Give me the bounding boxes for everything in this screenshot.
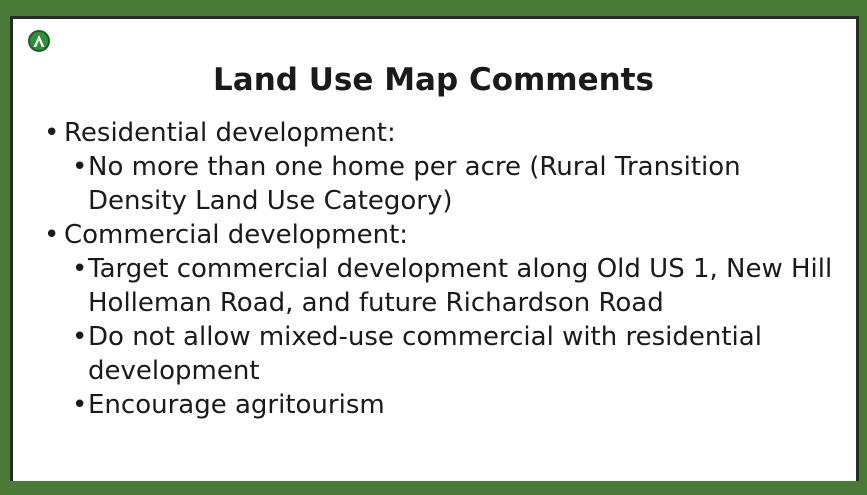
bullet-text: Encourage agritourism (88, 390, 385, 420)
bullet-item: • Residential development: (44, 116, 838, 150)
slide-canvas (10, 16, 859, 481)
slide-title: Land Use Map Comments (213, 62, 654, 98)
circle-a-logo-icon (28, 30, 50, 52)
bullet-text: No more than one home per acre (Rural Tr… (88, 152, 741, 216)
bullet-dot: • (44, 220, 60, 250)
bullet-text: Commercial development: (64, 220, 409, 250)
bullet-dot: • (72, 390, 88, 420)
sub-bullet-item: • No more than one home per acre (Rural … (58, 150, 838, 218)
sub-bullet-item: • Encourage agritourism (58, 388, 838, 422)
bullet-list: • Residential development: • No more tha… (44, 116, 838, 422)
sub-bullet-item: • Target commercial development along Ol… (58, 252, 838, 320)
bullet-item: • Commercial development: (44, 218, 838, 252)
bullet-dot: • (72, 322, 88, 352)
bullet-text: Target commercial development along Old … (88, 254, 833, 318)
bullet-text: Residential development: (64, 118, 396, 148)
bullet-text: Do not allow mixed-use commercial with r… (88, 322, 762, 386)
bullet-dot: • (44, 118, 60, 148)
bullet-dot: • (72, 152, 88, 182)
slide-bottom-strip (10, 481, 859, 487)
sub-bullet-item: • Do not allow mixed-use commercial with… (58, 320, 838, 388)
bullet-dot: • (72, 254, 88, 284)
